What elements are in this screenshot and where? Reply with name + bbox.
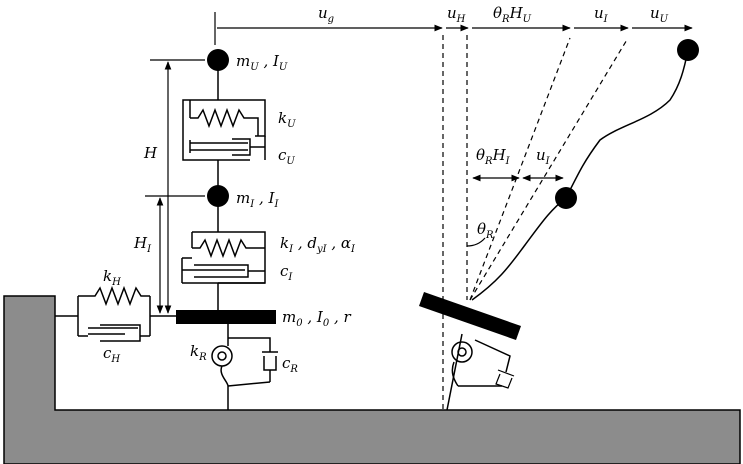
height-dimensions	[145, 59, 205, 314]
deformed-model	[442, 35, 689, 411]
label-cH: cH	[103, 344, 120, 365]
upper-mass	[207, 49, 229, 71]
label-cU: cU	[278, 146, 295, 167]
label-H: H	[143, 144, 158, 162]
label-uI-top: uI	[594, 4, 609, 25]
intermediate-mass-deformed	[555, 187, 577, 209]
label-mU-IU: mU , IU	[236, 52, 288, 73]
ground	[3, 295, 741, 464]
label-cI: cI	[280, 262, 293, 283]
label-cR: cR	[282, 354, 298, 375]
undeformed-model	[55, 60, 278, 410]
label-kU: kU	[278, 109, 296, 130]
label-uI-mid: uI	[536, 146, 551, 167]
foundation-mass	[176, 310, 276, 324]
label-kR: kR	[190, 342, 207, 363]
foundation-mass-deformed	[419, 292, 521, 340]
label-m0-I0-r: m0 , I0 , r	[282, 308, 352, 329]
label-uU: uU	[650, 4, 669, 25]
top-displacement-dimensions	[214, 12, 693, 45]
label-thetaR: θR	[477, 220, 494, 241]
label-kH: kH	[103, 267, 121, 288]
label-HI: HI	[133, 234, 152, 255]
label-thetaR-HU: θRHU	[493, 4, 532, 25]
label-ug: ug	[318, 4, 334, 25]
label-uH: uH	[447, 4, 466, 25]
label-thetaR-HI: θRHI	[476, 146, 511, 167]
upper-mass-deformed	[677, 39, 699, 61]
label-kI-dyI-alphaI: kI , dyI , αI	[280, 234, 356, 255]
intermediate-mass	[207, 185, 229, 207]
label-mI-II: mI , II	[236, 189, 279, 210]
